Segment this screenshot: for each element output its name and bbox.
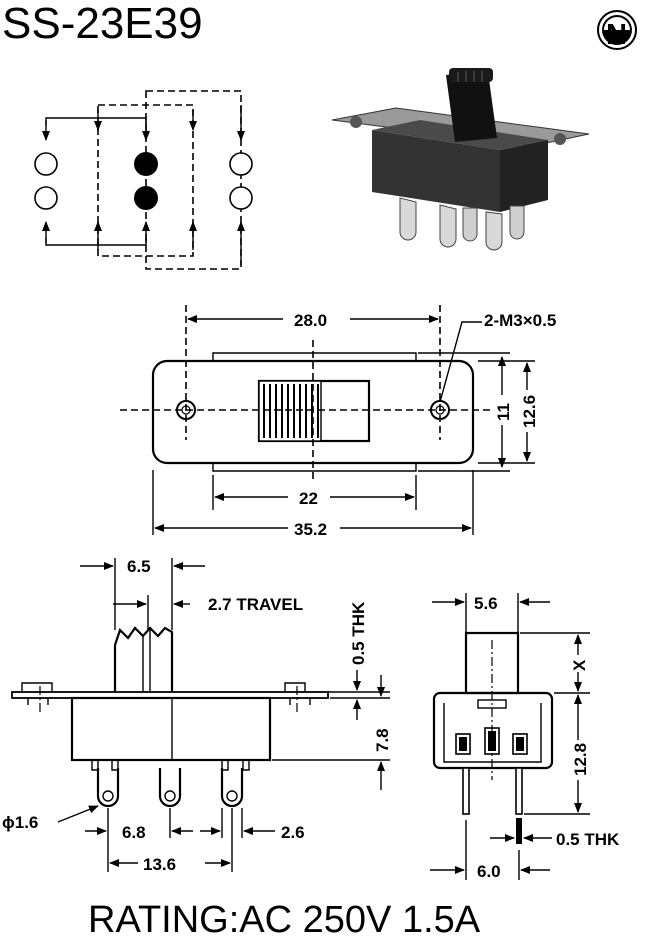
contact-open — [34, 186, 58, 210]
part-number-title: SS-23E39 — [2, 0, 203, 48]
dim-travel: 2.7 TRAVEL — [208, 595, 303, 614]
dim-thickness: 0.5 THK — [349, 601, 368, 665]
dim-height-outer: 12.6 — [520, 395, 539, 428]
dim-actuator-width: 6.5 — [127, 557, 151, 576]
dim-body-length: 35.2 — [294, 520, 327, 539]
dim-end-actuator-width: 5.6 — [474, 594, 498, 613]
contact-open — [229, 152, 253, 176]
dim-pin-pitch: 6.0 — [477, 862, 501, 881]
dim-pin-spacing: 6.8 — [122, 823, 146, 842]
dim-pin-span: 13.6 — [143, 855, 176, 874]
dim-pin-diameter: ϕ1.6 — [2, 813, 38, 832]
rating-label: RATING:AC 250V 1.5A — [88, 899, 481, 939]
dim-body-height: 7.8 — [373, 728, 392, 752]
contact-schematic — [34, 90, 253, 270]
dim-mount-hole: 2-M3×0.5 — [484, 311, 556, 330]
n-logo-icon: N — [597, 10, 637, 51]
dim-height-inner: 11 — [494, 403, 513, 421]
contact-open — [229, 186, 253, 210]
top-view-drawing: 28.0 2-M3×0.5 22 35.2 11 12.6 — [120, 305, 556, 539]
side-view-drawing: 6.5 2.7 TRAVEL 0.5 THK 7.8 ϕ1.6 6.8 2.6 … — [2, 557, 392, 874]
contact-common — [134, 186, 158, 210]
dim-overall-height: 12.8 — [571, 743, 590, 776]
dim-pin-gap: 2.6 — [281, 823, 305, 842]
dim-pin-thickness: 0.5 THK — [556, 830, 620, 849]
contact-open — [34, 152, 58, 176]
dim-actuator-height: X — [570, 659, 589, 671]
dim-slot-width: 22 — [299, 489, 318, 508]
contact-common — [134, 152, 158, 176]
switch-product-image — [331, 68, 590, 251]
dim-overall-length: 28.0 — [294, 311, 327, 330]
slider-knob — [258, 380, 322, 442]
logo-letter: N — [606, 19, 627, 51]
end-view-drawing: 5.6 X 12.8 0.5 THK 6.0 — [430, 593, 620, 881]
